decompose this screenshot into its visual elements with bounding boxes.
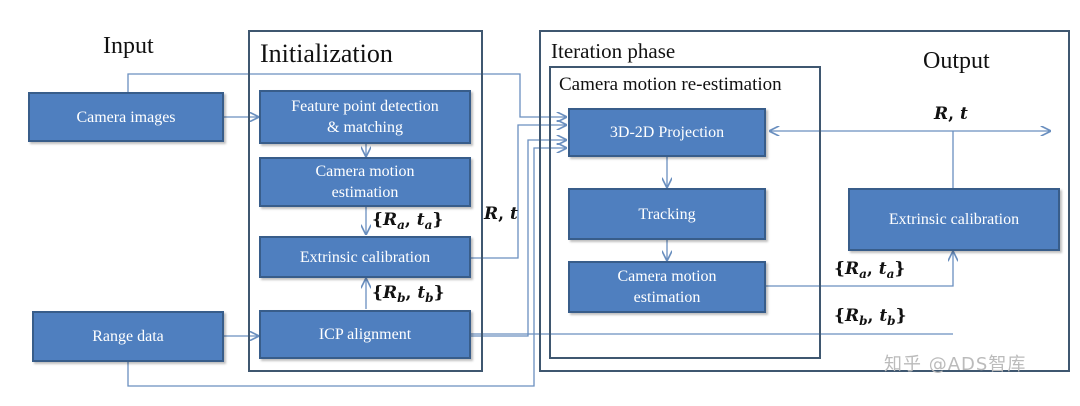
camera-motion-reestimation-heading: Camera motion re-estimation xyxy=(559,74,782,95)
arrow-range-data-to-projection xyxy=(127,148,566,387)
camera-motion-estimation-iter-box: Camera motion estimation xyxy=(568,261,766,313)
projection-3d-2d-box: 3D-2D Projection xyxy=(568,108,766,157)
iteration-phase-heading: Iteration phase xyxy=(551,39,676,63)
arrow-icp-to-projection xyxy=(471,140,566,337)
initialization-heading: Initialization xyxy=(260,39,393,68)
input-heading: Input xyxy=(103,33,154,59)
rb-tb-label-iter: {Rb, tb} xyxy=(834,306,907,328)
extrinsic-calibration-init-box: Extrinsic calibration xyxy=(259,236,471,278)
ra-ta-label-init: {Ra, ta} xyxy=(372,210,444,232)
range-data-box: Range data xyxy=(32,311,224,362)
r-t-label-init: R, t xyxy=(484,204,518,224)
camera-motion-reestimation-frame xyxy=(549,66,821,359)
feature-point-detection-box: Feature point detection & matching xyxy=(259,90,471,144)
icp-alignment-box: ICP alignment xyxy=(259,310,471,359)
arrow-motion-to-extrinsic xyxy=(765,252,953,287)
tracking-box: Tracking xyxy=(568,188,766,240)
ra-ta-label-iter: {Ra, ta} xyxy=(834,259,906,281)
watermark: 知乎 @ADS智库 xyxy=(884,354,1027,375)
arrow-calibration-to-projection xyxy=(471,125,566,259)
output-heading: Output xyxy=(923,48,990,74)
r-t-label-output: R, t xyxy=(934,104,968,124)
arrow-camera-images-to-projection xyxy=(127,73,566,117)
camera-images-box: Camera images xyxy=(28,92,224,142)
camera-motion-estimation-init-box: Camera motion estimation xyxy=(259,157,471,207)
iteration-phase-frame xyxy=(539,30,1070,372)
rb-tb-label-init: {Rb, tb} xyxy=(372,283,445,305)
extrinsic-calibration-iter-box: Extrinsic calibration xyxy=(848,188,1060,251)
initialization-frame xyxy=(248,30,483,372)
